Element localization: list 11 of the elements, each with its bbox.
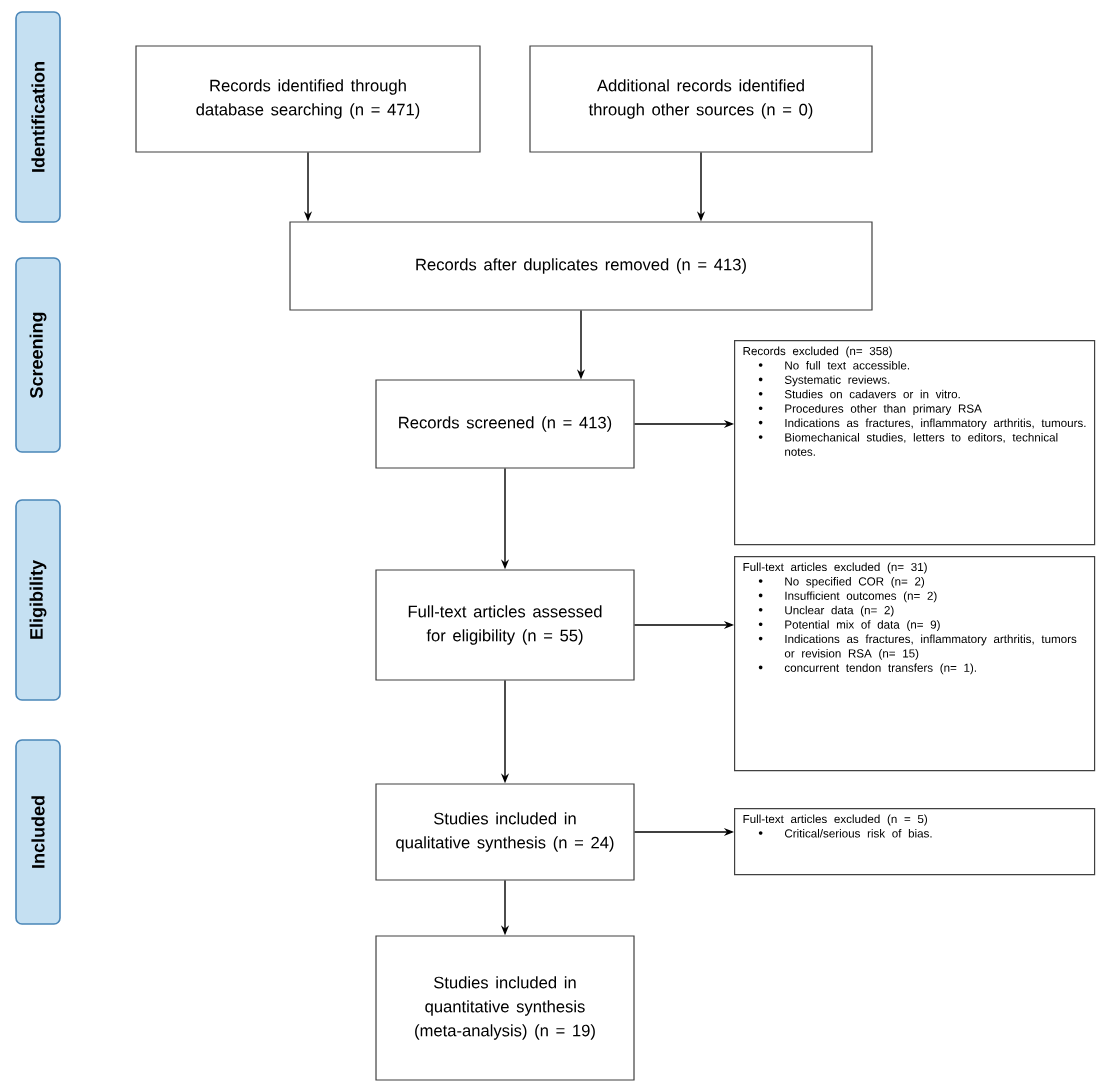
process-box: Records identified through database searching (n = 471): [135, 45, 481, 153]
process-box: Additional records identified through other sources (n = 0): [529, 45, 873, 153]
process-box: Records after duplicates removed (n = 413): [289, 221, 873, 311]
process-box: Studies included in qualitative synthesis (n = 24): [375, 783, 635, 881]
stage-label: Screening: [15, 257, 61, 453]
stage-label: Identification: [15, 11, 61, 223]
process-box: Studies included in quantitative synthesis (meta-analysis) (n = 19): [375, 935, 635, 1081]
stage-label: Eligibility: [15, 499, 61, 701]
process-box: Records screened (n = 413): [375, 379, 635, 469]
process-box: Full-text articles assessed for eligibility (n = 55): [375, 569, 635, 681]
stage-label: Included: [15, 739, 61, 925]
